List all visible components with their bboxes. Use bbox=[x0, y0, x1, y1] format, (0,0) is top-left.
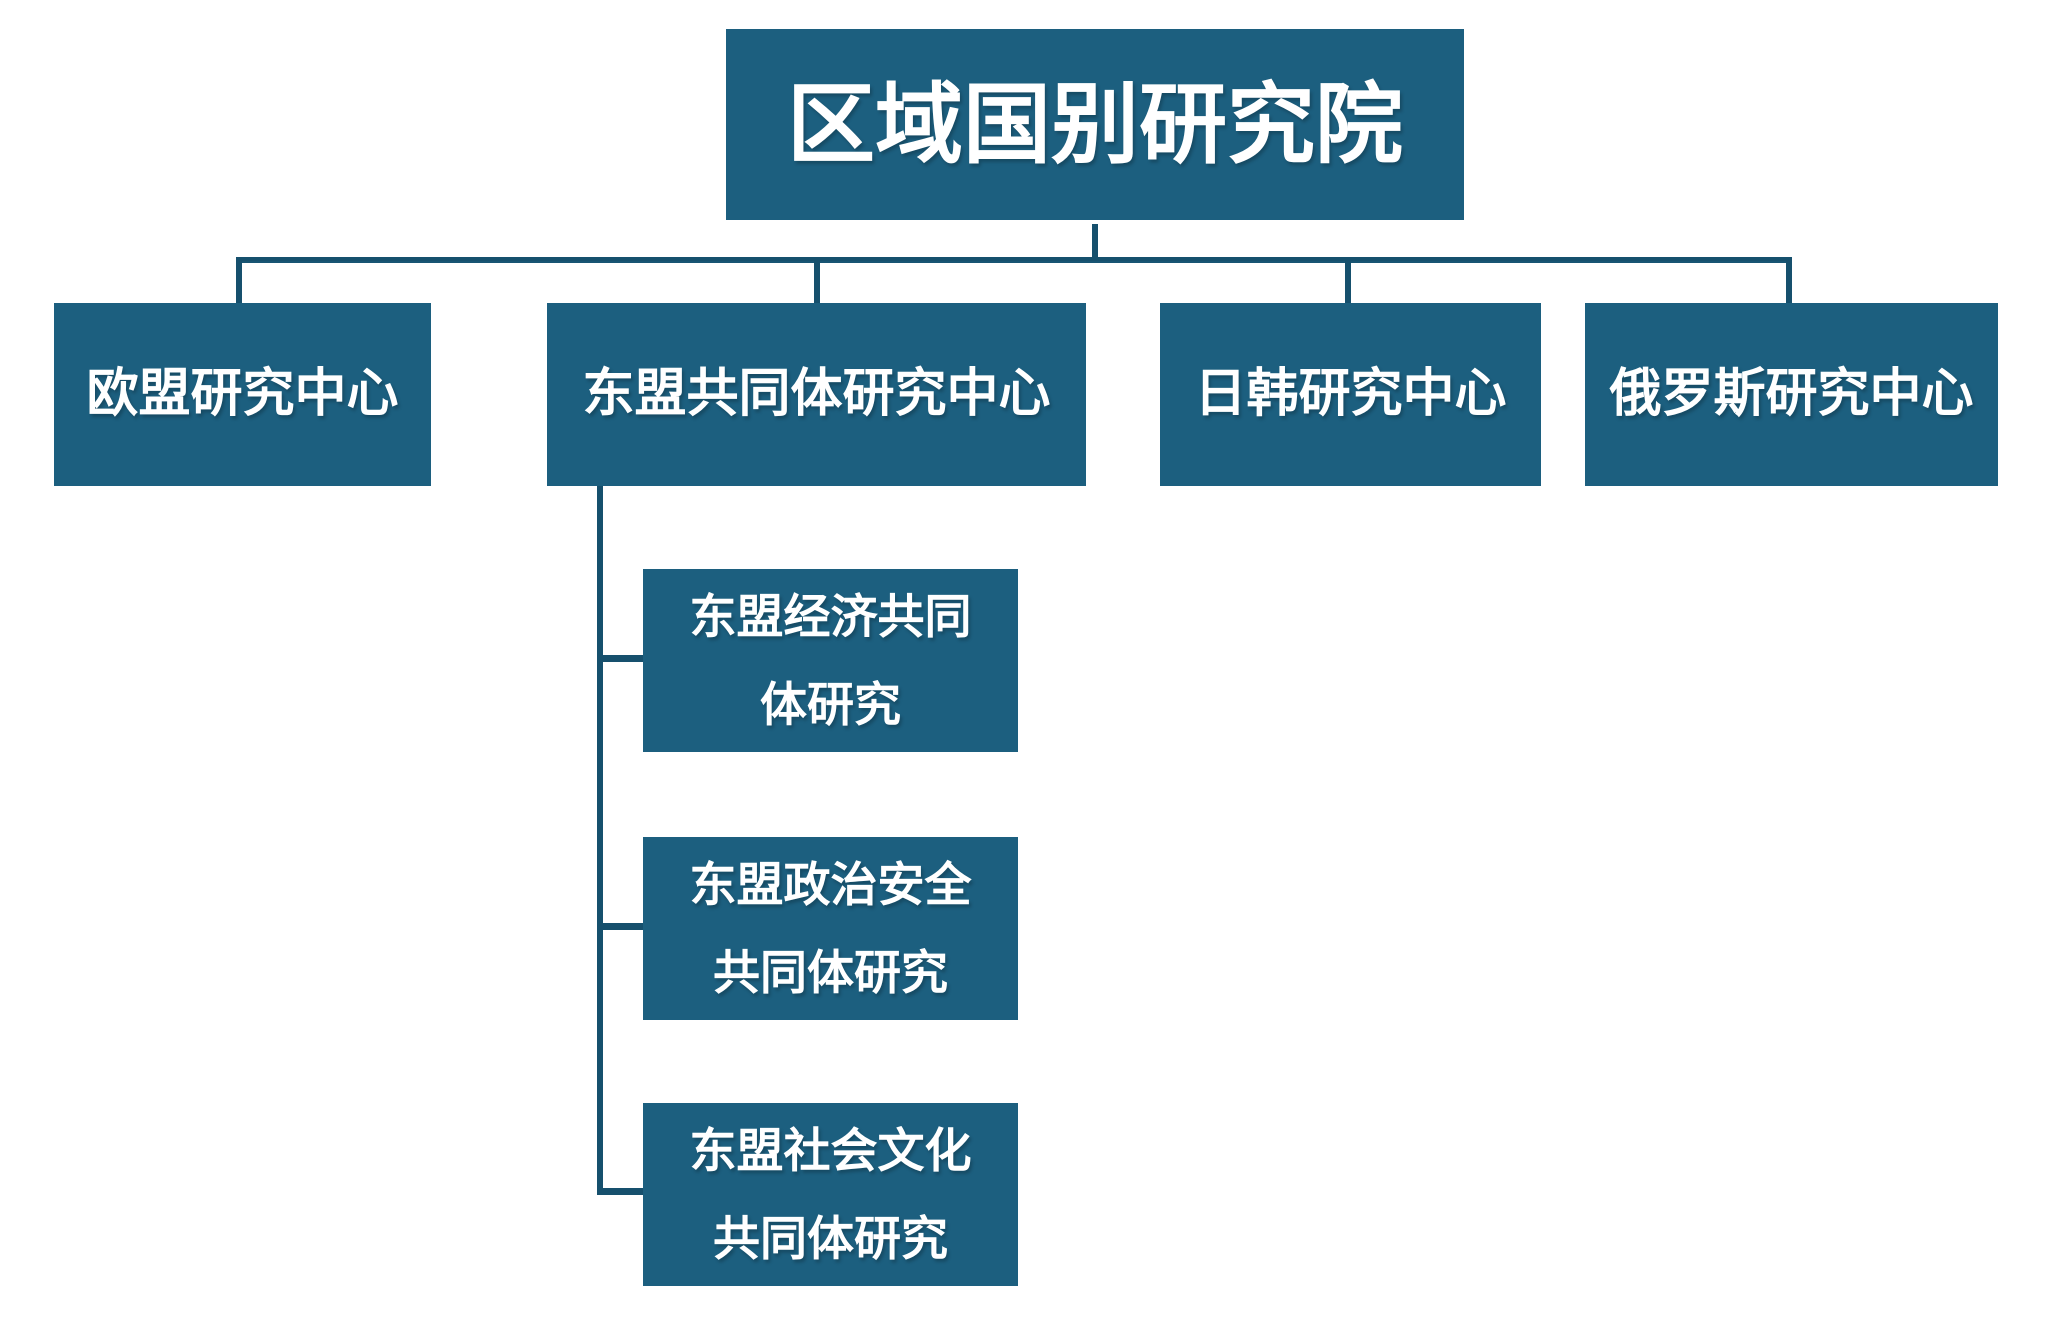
org-node-russia-center: 俄罗斯研究中心 bbox=[1585, 303, 1998, 486]
org-node-russia-center-label: 俄罗斯研究中心 bbox=[1609, 364, 1974, 423]
org-node-japan-korea-center-label: 日韩研究中心 bbox=[1194, 364, 1507, 423]
org-node-asean-economic-community: 东盟经济共同 体研究 bbox=[643, 569, 1018, 752]
connector-tick-economic-community bbox=[597, 655, 645, 662]
connector-asean-branch-line bbox=[597, 486, 603, 1195]
connector-drop-japan-korea-center bbox=[1345, 257, 1351, 303]
org-node-asean-economic-community-label-line2: 体研究 bbox=[760, 677, 901, 731]
org-node-eu-center: 欧盟研究中心 bbox=[54, 303, 431, 486]
org-node-root: 区域国别研究院 bbox=[726, 29, 1464, 220]
org-node-asean-center: 东盟共同体研究中心 bbox=[547, 303, 1086, 486]
org-node-eu-center-label: 欧盟研究中心 bbox=[86, 364, 399, 423]
org-node-asean-socio-cultural-community: 东盟社会文化 共同体研究 bbox=[643, 1103, 1018, 1286]
connector-drop-asean-center bbox=[814, 257, 820, 303]
org-node-asean-economic-community-label-line1: 东盟经济共同 bbox=[689, 589, 972, 643]
connector-drop-russia-center bbox=[1786, 257, 1792, 303]
org-node-japan-korea-center: 日韩研究中心 bbox=[1160, 303, 1541, 486]
connector-drop-eu-center bbox=[236, 257, 242, 303]
connector-tick-political-security bbox=[597, 923, 645, 930]
connector-tick-socio-cultural bbox=[597, 1188, 645, 1195]
org-node-asean-political-security-community-label-line2: 共同体研究 bbox=[713, 945, 948, 999]
org-node-asean-socio-cultural-community-label-line2: 共同体研究 bbox=[713, 1211, 948, 1265]
org-node-asean-center-label: 东盟共同体研究中心 bbox=[582, 364, 1051, 423]
org-node-asean-political-security-community: 东盟政治安全 共同体研究 bbox=[643, 837, 1018, 1020]
org-node-root-label: 区域国别研究院 bbox=[786, 74, 1403, 174]
connector-horizontal-rail bbox=[236, 257, 1792, 263]
connector-root-stub bbox=[1092, 224, 1098, 258]
org-node-asean-socio-cultural-community-label-line1: 东盟社会文化 bbox=[689, 1123, 972, 1177]
org-node-asean-political-security-community-label-line1: 东盟政治安全 bbox=[689, 857, 972, 911]
